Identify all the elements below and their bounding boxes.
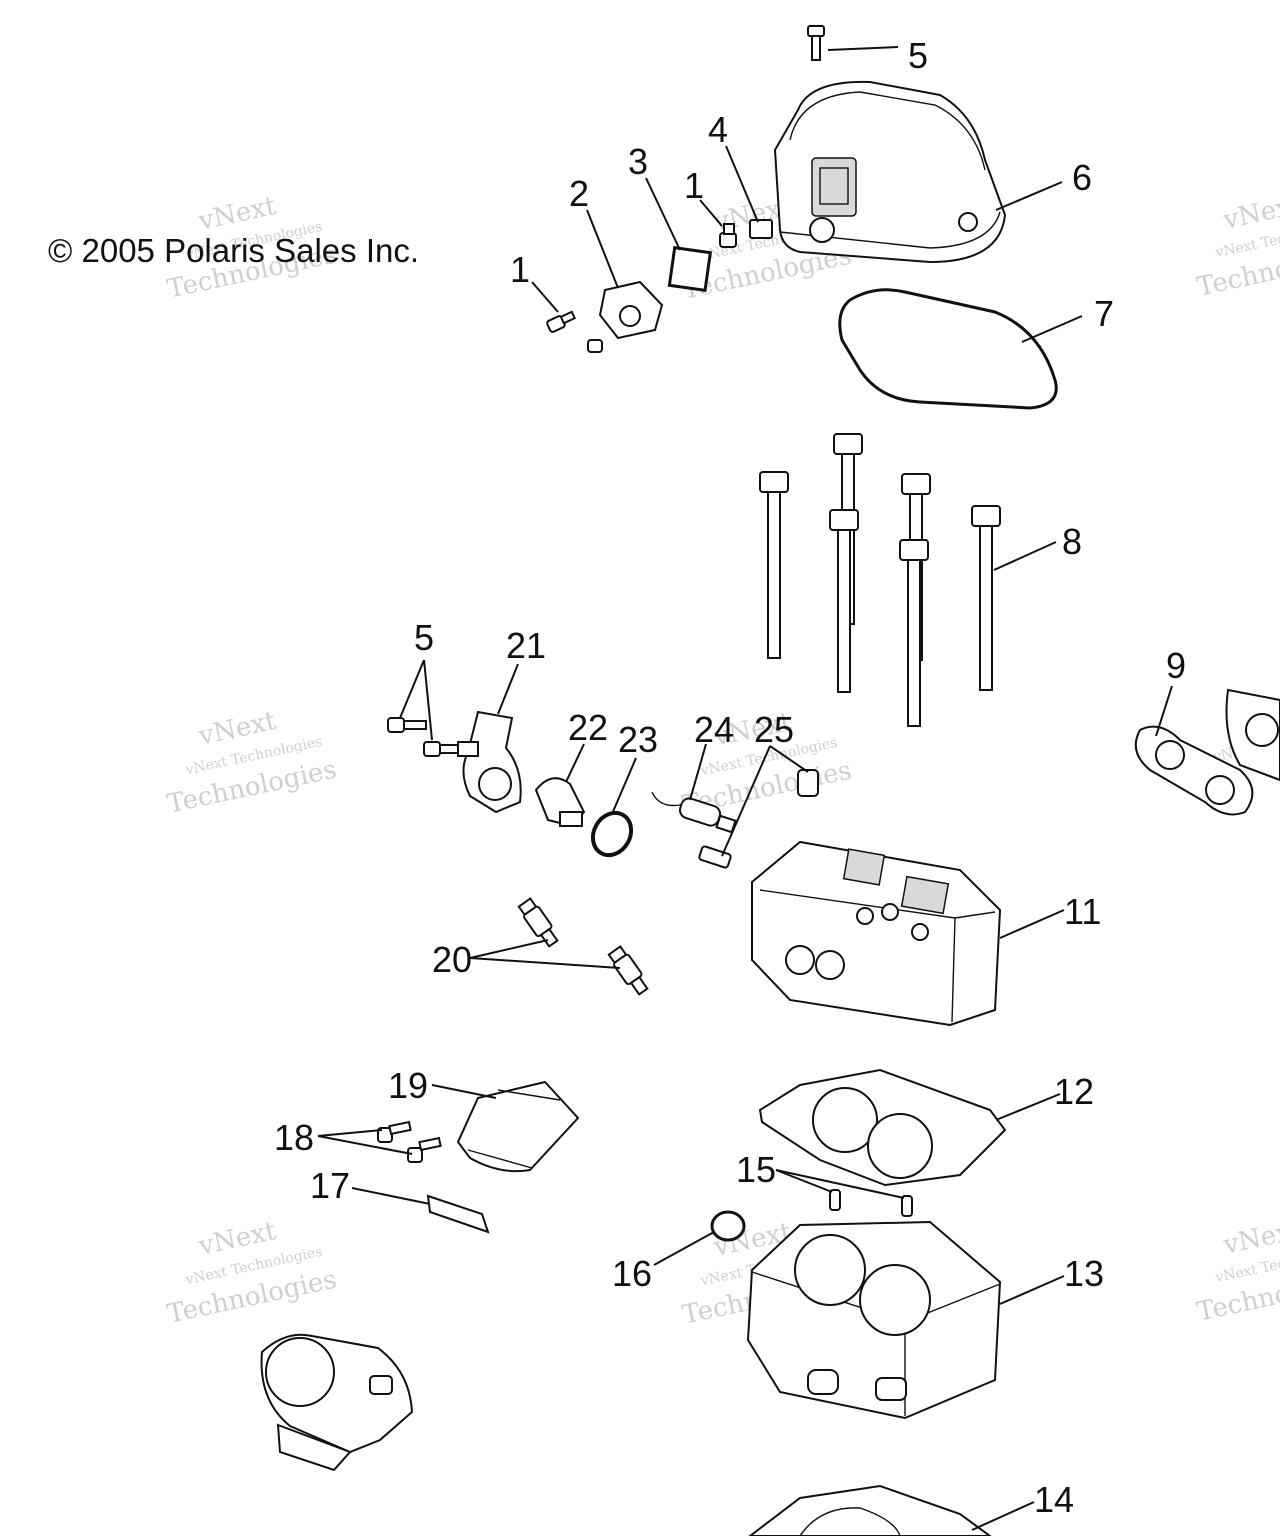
- callout-17: 17: [310, 1165, 350, 1206]
- watermark-top-right: vNext vNext Technologies Technologies: [1194, 190, 1280, 303]
- callout-20: 20: [432, 939, 472, 980]
- callout-1b: 1: [684, 165, 704, 206]
- callout-15: 15: [736, 1149, 776, 1190]
- watermark-low-left: vNext vNext Technologies Technologies: [165, 1216, 340, 1330]
- part-dowel-pins: [829, 1189, 913, 1217]
- callout-2: 2: [569, 173, 589, 214]
- part-cover-gasket: [838, 288, 1058, 410]
- callout-4: 4: [708, 109, 728, 150]
- part-plug-16: [710, 1210, 746, 1242]
- callout-8: 8: [1062, 521, 1082, 562]
- callout-14: 14: [1034, 1479, 1074, 1520]
- svg-text:vNext: vNext: [1220, 190, 1280, 236]
- callout-5: 5: [908, 35, 928, 76]
- part-intake-screws: [377, 1120, 442, 1163]
- part-bolts-5b: [387, 717, 463, 757]
- callout-6: 6: [1072, 157, 1092, 198]
- part-valve-cover: [773, 80, 1007, 264]
- part-bolt-top: [807, 25, 825, 61]
- callout-5b: 5: [414, 617, 434, 658]
- callout-labels: 1 2 3 1 4 5 6 7 8 9 5 21 22 23 24 25 11 …: [274, 35, 1186, 1520]
- leader-lines: [317, 46, 1173, 1531]
- part-cylinder: [746, 1220, 1002, 1420]
- callout-22: 22: [568, 707, 608, 748]
- part-thermostat: [534, 777, 586, 828]
- part-sensor-gasket: [667, 245, 713, 293]
- callout-12: 12: [1054, 1071, 1094, 1112]
- part-bolt-1a: [546, 310, 577, 333]
- callout-7: 7: [1094, 293, 1114, 334]
- part-temp-sensor: [651, 791, 737, 834]
- copyright-notice: © 2005 Polaris Sales Inc.: [48, 232, 419, 269]
- part-intake-boot: [456, 1080, 580, 1173]
- callout-1: 1: [510, 249, 530, 290]
- watermark-low-right: vNext vNext Technologies Technologies: [1194, 1215, 1280, 1328]
- part-clamp-17: [426, 1194, 490, 1234]
- part-head-bolts: [759, 433, 1001, 727]
- callout-25: 25: [754, 709, 794, 750]
- part-spark-plugs: [517, 897, 649, 996]
- callout-13: 13: [1064, 1253, 1104, 1294]
- callout-21: 21: [506, 625, 546, 666]
- part-bolt-1b: [719, 223, 737, 248]
- callout-24: 24: [694, 709, 734, 750]
- part-cylinder-head: [751, 840, 1002, 1027]
- part-exhaust-gasket: [1134, 688, 1280, 816]
- callout-3: 3: [628, 141, 648, 182]
- callout-11: 11: [1064, 891, 1101, 932]
- callout-16: 16: [612, 1253, 652, 1294]
- part-map-sensor: [587, 280, 664, 353]
- callout-18: 18: [274, 1117, 314, 1158]
- callout-9: 9: [1166, 645, 1186, 686]
- part-thermostat-seal: [590, 810, 634, 858]
- svg-text:vNext: vNext: [1220, 1215, 1280, 1261]
- callout-19: 19: [388, 1065, 428, 1106]
- callout-23: 23: [618, 719, 658, 760]
- part-fitting-25: [698, 769, 819, 869]
- part-throttle-body: [260, 1333, 414, 1472]
- part-thermostat-housing: [457, 710, 522, 814]
- part-head-gasket: [758, 1068, 1007, 1187]
- watermark-mid-left: vNext vNext Technologies Technologies: [165, 706, 340, 820]
- part-clip-4: [749, 219, 773, 239]
- part-bottom-gasket: [748, 1484, 992, 1536]
